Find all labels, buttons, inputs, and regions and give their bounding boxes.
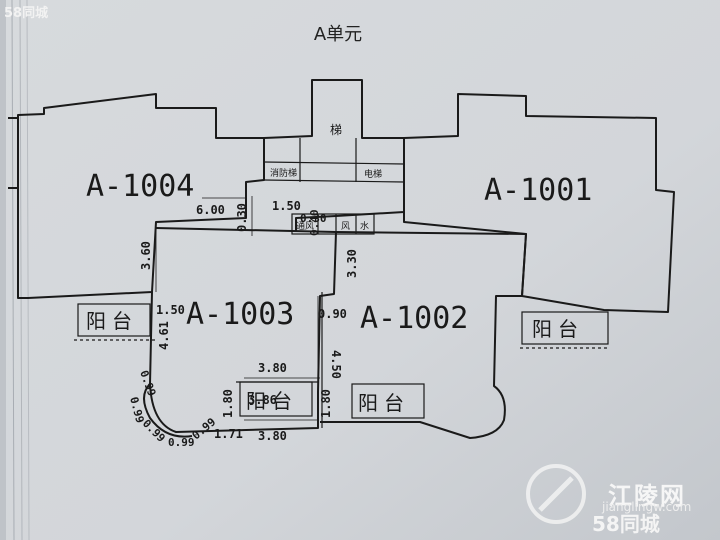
- unit-label-a1004: A-1004: [86, 169, 194, 204]
- dim-0-40: 0.40: [308, 210, 321, 237]
- dim-4-50: 4.50: [329, 350, 343, 379]
- unit-label-a1003: A-1003: [186, 297, 294, 332]
- water-label: 水: [360, 220, 369, 232]
- watermark-brand: 江陵网: [608, 482, 686, 510]
- watermark-top-left: 58同城: [4, 6, 49, 21]
- outer-walls: [8, 79, 675, 439]
- dim-1-50-top: 1.50: [272, 199, 301, 213]
- duct-right-label: 风: [341, 221, 350, 232]
- balcony-label-bottom: 阳台: [358, 391, 410, 415]
- unit-label-a1002: A-1002: [360, 301, 468, 336]
- watermark-logo-icon: [526, 464, 586, 524]
- dim-1-71: 1.71: [214, 427, 243, 441]
- dim-1-80-left: 1.80: [221, 389, 235, 418]
- balcony-label-right: 阳台: [532, 317, 584, 341]
- dim-4-61: 4.61: [157, 321, 171, 350]
- dim-3-80-bottom: 3.80: [258, 429, 287, 443]
- unit-label-a1001: A-1001: [484, 173, 592, 208]
- watermark-url: jianglingw.com: [602, 500, 692, 514]
- dim-0-90: 0.90: [318, 307, 347, 321]
- dim-3-80-top: 3.80: [258, 361, 287, 375]
- dim-3-60: 3.60: [139, 241, 153, 270]
- dim-0-30-b: 0.30: [300, 212, 327, 225]
- room-labels: 梯 消防梯 电梯 通风 风 水: [270, 123, 382, 232]
- plan-title: A单元: [314, 24, 362, 45]
- duct-left-label: 通风: [296, 221, 314, 232]
- balcony-outlines: [74, 303, 610, 419]
- dimension-lines: [155, 196, 320, 421]
- elevator-label: 电梯: [364, 168, 382, 180]
- dim-0-99-d: 0.99: [168, 436, 195, 449]
- fire-lift-label: 消防梯: [270, 167, 297, 179]
- dim-3-30: 3.30: [345, 249, 359, 278]
- balcony-labels: 阳台 阳台 阳台 阳台: [86, 309, 584, 415]
- dim-1-80-right: 1.80: [319, 389, 333, 418]
- page-binding-edge: [0, 0, 30, 540]
- dim-0-30-a: 0.30: [235, 203, 249, 232]
- dim-6-00: 6.00: [196, 203, 225, 217]
- stair-label: 梯: [330, 123, 342, 137]
- balcony-label-left: 阳台: [86, 309, 138, 333]
- dim-1-50-left: 1.50: [156, 303, 185, 317]
- unit-labels: A-1004 A-1001 A-1003 A-1002: [86, 169, 592, 336]
- watermark-bottom-right: 58同城: [592, 512, 660, 536]
- dim-3-86: 3.86: [248, 393, 277, 407]
- balcony-label-center: 阳台: [246, 389, 298, 413]
